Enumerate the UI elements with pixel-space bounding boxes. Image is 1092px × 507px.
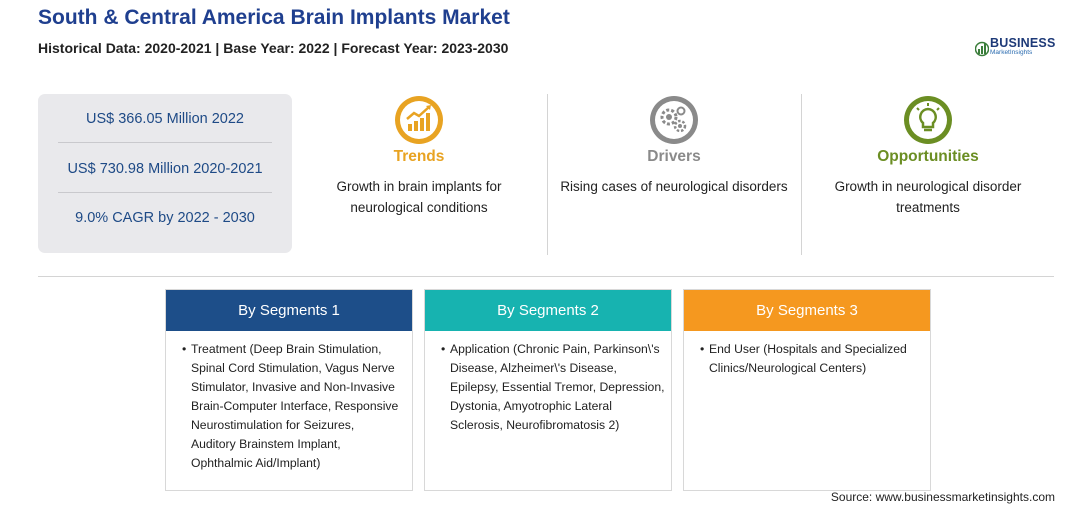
segment-1-line: Spinal Cord Stimulation, Vagus Nerve xyxy=(191,361,395,375)
segment-2-body: • Application (Chronic Pain, Parkinson\'… xyxy=(425,331,671,435)
segment-1-body: • Treatment (Deep Brain Stimulation, Spi… xyxy=(166,331,412,473)
page-subtitle: Historical Data: 2020-2021 | Base Year: … xyxy=(38,40,509,56)
stat-market-size-historical: US$ 730.98 Million 2020-2021 xyxy=(67,161,263,177)
brand-logo: BUSINESS MarketInsights xyxy=(975,36,1060,62)
segment-2-line: Dystonia, Amyotrophic Lateral xyxy=(450,399,612,413)
segment-1-title: By Segments 1 xyxy=(166,290,412,331)
segment-2-line: Epilepsy, Essential Tremor, Depression, xyxy=(450,380,665,394)
opportunities-line: Growth in neurological disorder xyxy=(834,179,1022,194)
stat-cagr: 9.0% CAGR by 2022 - 2030 xyxy=(75,210,255,226)
segment-card-1: By Segments 1 • Treatment (Deep Brain St… xyxy=(165,289,413,491)
segment-3-line: End User (Hospitals and Specialized xyxy=(709,342,907,356)
segment-1-line: Neurostimulation for Seizures, xyxy=(191,418,355,432)
segment-3-line: Clinics/Neurological Centers) xyxy=(709,361,867,375)
source-note: Source: www.businessmarketinsights.com xyxy=(830,490,1055,504)
bullet: • xyxy=(182,342,187,356)
column-divider xyxy=(801,94,802,255)
segment-2-line: Disease, Alzheimer\'s Disease, xyxy=(450,361,617,375)
logo-word: BUSINESS xyxy=(990,36,1056,50)
trends-line: neurological conditions xyxy=(350,200,488,215)
drivers-description: Rising cases of neurological disorders xyxy=(554,176,794,197)
segment-1-line: Brain-Computer Interface, Responsive xyxy=(191,399,399,413)
opportunities-heading: Opportunities xyxy=(877,148,979,165)
key-stats-panel: US$ 366.05 Million 2022 US$ 730.98 Milli… xyxy=(38,94,292,253)
segment-card-3: By Segments 3 • End User (Hospitals and … xyxy=(683,289,931,491)
stat-divider xyxy=(58,142,272,143)
page-title: South & Central America Brain Implants M… xyxy=(38,6,510,29)
drivers-line: Rising cases of neurological disorders xyxy=(560,179,788,194)
segment-3-body: • End User (Hospitals and Specialized Cl… xyxy=(684,331,930,378)
bullet: • xyxy=(700,342,705,356)
section-divider xyxy=(38,276,1054,277)
column-divider xyxy=(547,94,548,255)
segment-2-line: Sclerosis, Neurofibromatosis 2) xyxy=(450,418,620,432)
trends-heading: Trends xyxy=(393,148,445,165)
logo-subword: MarketInsights xyxy=(990,49,1033,56)
logo-mark-icon xyxy=(975,41,989,57)
segment-2-title: By Segments 2 xyxy=(425,290,671,331)
segment-1-line: Stimulator, Invasive and Non-Invasive xyxy=(191,380,395,394)
stat-market-size-2022: US$ 366.05 Million 2022 xyxy=(86,111,244,127)
lightbulb-icon xyxy=(904,96,952,144)
segment-1-line: Ophthalmic Aid/Implant) xyxy=(191,456,321,470)
stat-divider xyxy=(58,192,272,193)
drivers-heading: Drivers xyxy=(647,148,701,165)
segment-card-2: By Segments 2 • Application (Chronic Pai… xyxy=(424,289,672,491)
opportunities-description: Growth in neurological disorder treatmen… xyxy=(808,176,1048,218)
drivers-column: Drivers Rising cases of neurological dis… xyxy=(554,94,794,197)
trends-line: Growth in brain implants for xyxy=(336,179,502,194)
gears-icon xyxy=(650,96,698,144)
opportunities-column: Opportunities Growth in neurological dis… xyxy=(808,94,1048,218)
bullet: • xyxy=(441,342,446,356)
trends-column: Trends Growth in brain implants for neur… xyxy=(299,94,539,218)
segment-1-line: Treatment (Deep Brain Stimulation, xyxy=(191,342,382,356)
segment-2-line: Application (Chronic Pain, Parkinson\'s xyxy=(450,342,660,356)
segment-3-title: By Segments 3 xyxy=(684,290,930,331)
segment-1-line: Auditory Brainstem Implant, xyxy=(191,437,341,451)
opportunities-line: treatments xyxy=(896,200,960,215)
trend-chart-icon xyxy=(395,96,443,144)
trends-description: Growth in brain implants for neurologica… xyxy=(299,176,539,218)
